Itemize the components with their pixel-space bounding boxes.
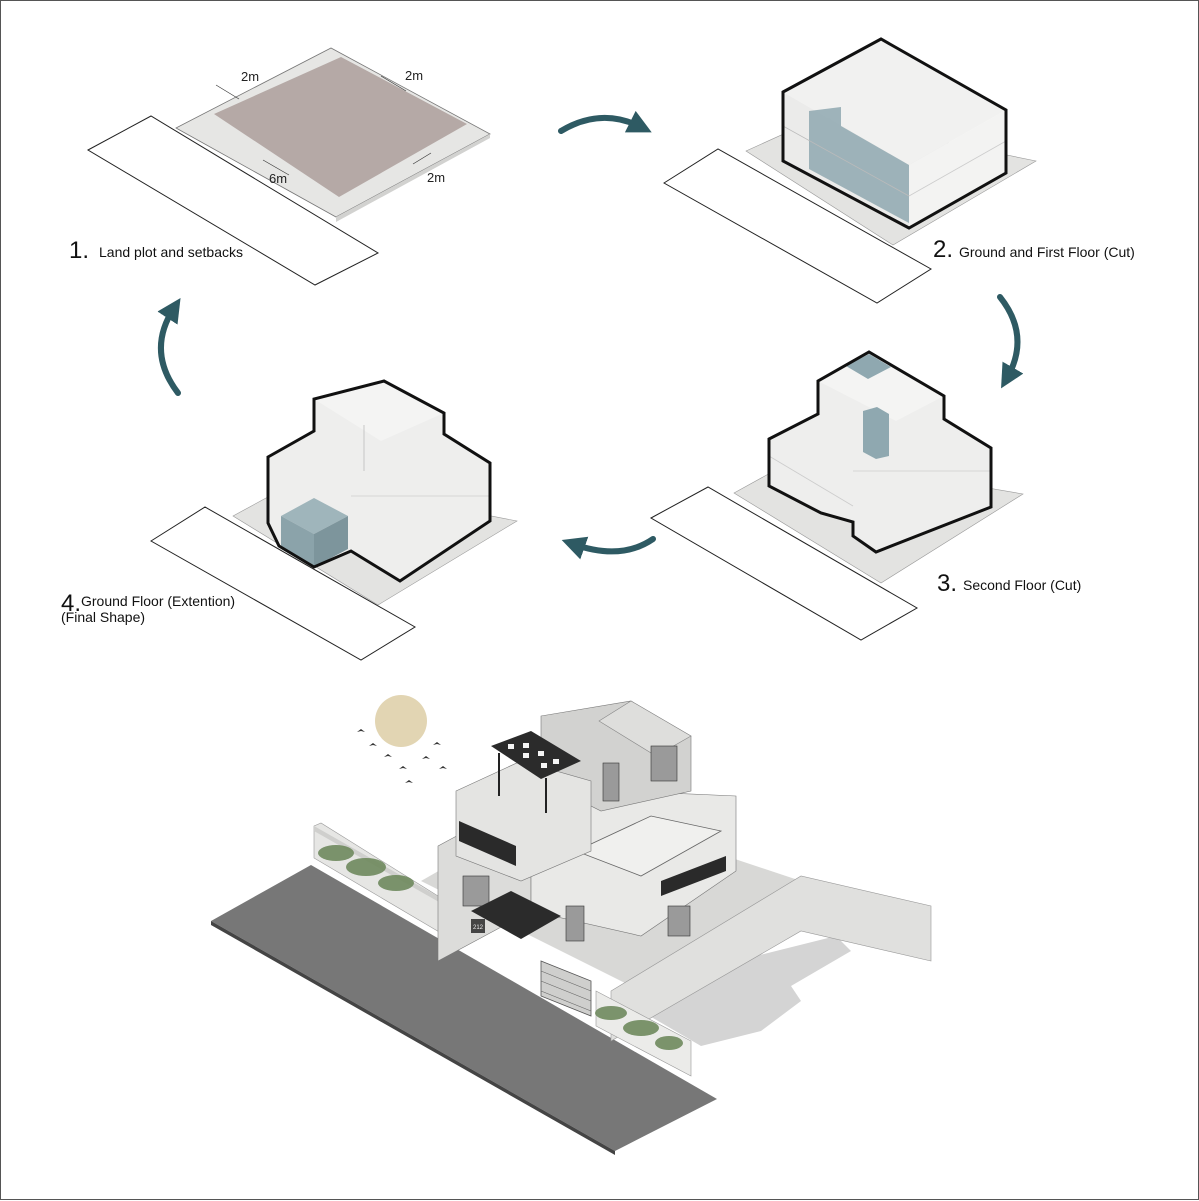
gate-slats bbox=[540, 970, 592, 1012]
mass-outline bbox=[266, 379, 492, 583]
mass-outline bbox=[781, 37, 1008, 230]
site-ground-edge bbox=[336, 134, 490, 222]
street-road-edge bbox=[211, 921, 615, 1155]
mass-outline bbox=[767, 350, 993, 554]
step-1-label: Land plot and setbacks bbox=[99, 244, 243, 260]
step-2-ground-first-floor: 2. Ground and First Floor (Cut) bbox=[663, 37, 1135, 304]
setback-label-bottom-right: 2m bbox=[427, 170, 445, 185]
mass-right-face bbox=[909, 110, 1006, 228]
step-1-land-plot: 2m 2m 6m 2m 1. Land plot and setbacks bbox=[69, 47, 491, 286]
road-slab bbox=[649, 486, 919, 641]
cycle-arrows bbox=[157, 110, 1024, 560]
final-axonometric-render: 212 bbox=[211, 695, 932, 1155]
step-3-label: Second Floor (Cut) bbox=[963, 577, 1081, 593]
house-massing bbox=[437, 700, 737, 962]
window bbox=[602, 762, 620, 802]
road-slab bbox=[86, 115, 380, 286]
step-4-number: 4. bbox=[61, 590, 81, 617]
step-2-label: Ground and First Floor (Cut) bbox=[959, 244, 1135, 260]
mass-top-block bbox=[818, 352, 944, 421]
terrace-slab bbox=[574, 815, 723, 877]
window bbox=[667, 905, 691, 937]
step-3-number: 3. bbox=[937, 570, 957, 597]
bird-icon bbox=[399, 766, 407, 769]
setback-dimension-lines bbox=[215, 75, 432, 176]
birds bbox=[357, 729, 447, 783]
cycle-arrow-icon bbox=[561, 536, 656, 560]
buildable-plot bbox=[214, 57, 467, 197]
window bbox=[565, 905, 585, 942]
cycle-arrow-icon bbox=[997, 294, 1024, 389]
planting bbox=[318, 845, 683, 1050]
setback-label-bottom-left: 6m bbox=[269, 171, 287, 186]
mass-top bbox=[783, 39, 1006, 165]
bird-icon bbox=[405, 780, 413, 783]
window-cut bbox=[863, 407, 889, 459]
extension-block bbox=[281, 516, 314, 567]
step-4-final-shape: 4. Ground Floor (Extention) (Final Shape… bbox=[61, 379, 518, 661]
bird-icon bbox=[433, 742, 441, 745]
window bbox=[650, 745, 678, 782]
house-number: 212 bbox=[473, 925, 484, 931]
shadow bbox=[641, 936, 851, 1046]
road-slab bbox=[663, 148, 932, 304]
window bbox=[462, 875, 490, 907]
step-4-label: Ground Floor (Extention) bbox=[81, 593, 235, 609]
setback-label-top-right: 2m bbox=[405, 68, 423, 83]
step-4-label-line-2: (Final Shape) bbox=[61, 609, 145, 625]
extension-block-top bbox=[281, 498, 348, 534]
road-slab bbox=[150, 506, 416, 661]
garage-gate bbox=[540, 960, 592, 1017]
house-roof bbox=[598, 700, 692, 757]
house-number-plate bbox=[471, 919, 485, 933]
bird-icon bbox=[384, 754, 392, 757]
cycle-arrow-icon bbox=[157, 297, 181, 396]
entrance-canopy bbox=[471, 891, 561, 939]
bird-icon bbox=[357, 729, 365, 732]
black-band bbox=[459, 821, 516, 866]
bird-icon bbox=[422, 756, 430, 759]
street-road bbox=[211, 865, 717, 1151]
sun-icon bbox=[375, 695, 427, 747]
bird-icon bbox=[369, 743, 377, 746]
step-3-second-floor: 3. Second Floor (Cut) bbox=[649, 350, 1081, 641]
extension-block-side bbox=[314, 516, 348, 567]
cycle-arrow-icon bbox=[558, 110, 652, 134]
glass-cut bbox=[809, 107, 909, 223]
setback-label-top-left: 2m bbox=[241, 69, 259, 84]
black-band bbox=[661, 856, 726, 896]
step-2-number: 2. bbox=[933, 236, 953, 263]
bird-icon bbox=[439, 766, 447, 769]
pergola-icon bbox=[491, 731, 581, 813]
step-1-number: 1. bbox=[69, 237, 89, 264]
